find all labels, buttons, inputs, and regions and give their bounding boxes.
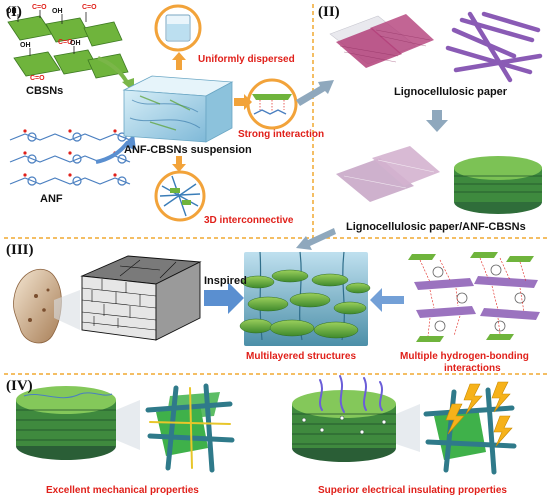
co-label-1: C=O	[32, 4, 47, 11]
lightning-icon	[491, 381, 511, 413]
multilayer-label: Multilayered structures	[246, 351, 357, 362]
panel-label-2: (II)	[318, 4, 340, 20]
electrical-network-diagram	[423, 387, 517, 475]
mechanical-label: Excellent mechanical properties	[46, 485, 199, 496]
anf-label: ANF	[40, 193, 63, 205]
panel-dividers	[4, 4, 550, 375]
strong-interaction-label: Strong interaction	[238, 129, 325, 140]
interconnective-network-inset	[154, 170, 206, 222]
interconnective-label: 3D interconnective	[204, 215, 294, 226]
panel-label-4: (IV)	[6, 378, 33, 394]
lightning-bolt-icons	[445, 381, 513, 447]
hydrogen-bonding-network	[408, 246, 544, 346]
arrow-down-interconnective	[172, 156, 186, 172]
arrow-panel2-to-panel3	[296, 228, 336, 250]
strong-interaction-inset	[246, 78, 298, 130]
arrow-right-strong	[234, 94, 252, 110]
oh-label-1: OH	[6, 8, 17, 15]
multilayered-leaves-scene	[239, 251, 371, 346]
suspension-block	[122, 75, 234, 143]
uniform-label: Uniformly dispersed	[198, 54, 295, 65]
uniform-dispersion-beaker	[154, 4, 202, 52]
lightning-icon	[493, 415, 513, 447]
cbsns-sheets-illustration	[7, 10, 129, 79]
arrow-hbond-to-leaves	[370, 288, 404, 312]
composite-stack-illustration	[454, 156, 542, 214]
co-label-3: C=O	[58, 39, 73, 46]
arrowhead-anf	[122, 134, 136, 150]
suspension-label: ANF-CBSNs suspension	[124, 144, 252, 156]
anf-oxygen-dots	[23, 129, 117, 177]
lightning-icon	[445, 403, 465, 435]
panel-label-3: (III)	[6, 242, 34, 258]
cbsns-label: CBSNs	[26, 85, 64, 97]
lightning-icon	[463, 383, 483, 415]
arrow-up-uniform	[172, 52, 186, 70]
inspired-label: Inspired	[204, 275, 247, 287]
ligno-paper-label: Lignocellulosic paper	[394, 86, 508, 98]
panel-label-1: (I)	[6, 4, 22, 20]
hbond-label-line2: interactions	[444, 363, 501, 374]
lignocellulosic-paper-illustration	[329, 14, 434, 68]
oh-label-4: OH	[70, 40, 81, 47]
arrow-paper-down	[426, 110, 448, 132]
co-label-4: C=O	[30, 75, 45, 82]
oh-label-2: OH	[52, 8, 63, 15]
electrical-label: Superior electrical insulating propertie…	[318, 485, 507, 496]
mechanical-network-diagram	[145, 383, 235, 473]
hbond-label-line1: Multiple hydrogen-bonding	[400, 351, 529, 362]
cellulose-fibers-illustration	[445, 11, 543, 83]
arrow-panel1-to-panel2	[296, 80, 334, 106]
anf-chains-illustration	[9, 132, 131, 186]
co-label-2: C=O	[82, 4, 97, 11]
electrical-composite-stack	[292, 375, 420, 462]
lignocellulosic-paper-anf-illustration	[336, 146, 440, 202]
brick-mortar-block	[80, 255, 202, 341]
oh-label-3: OH	[20, 42, 31, 49]
conch-shell-illustration	[13, 268, 80, 344]
arrow-inspired	[204, 282, 244, 314]
mechanical-composite-stack	[16, 386, 140, 460]
ligno-anf-label: Lignocellulosic paper/ANF-CBSNs	[346, 221, 526, 233]
